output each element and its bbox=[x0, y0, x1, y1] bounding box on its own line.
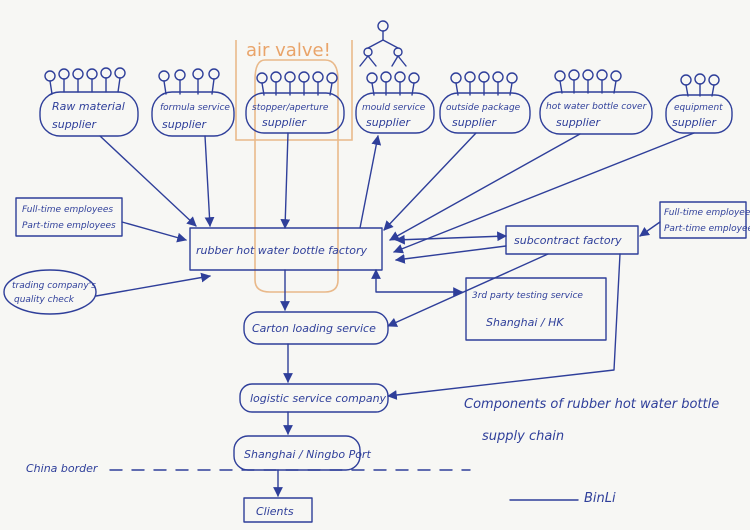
employees-right: Full-time employees Part-time employees bbox=[639, 201, 750, 239]
employees-right-line1: Full-time employees bbox=[664, 208, 750, 218]
subcontract-label: subcontract factory bbox=[514, 234, 622, 247]
people-icon bbox=[450, 71, 518, 96]
supplier-formula: formula service supplier bbox=[151, 68, 235, 137]
subcontract-node: subcontract factory bbox=[395, 225, 639, 264]
supplier-equipment-line2: supplier bbox=[672, 116, 718, 129]
supplier-outside-line2: supplier bbox=[452, 116, 498, 129]
employees-right-line2: Part-time employees bbox=[664, 224, 750, 234]
people-icon bbox=[680, 73, 720, 97]
people-icon bbox=[44, 67, 126, 95]
supplier-stopper-line1: stopper/aperture bbox=[252, 103, 329, 113]
air-valve-annotation: air valve! bbox=[235, 40, 353, 293]
carton-node: Carton loading service bbox=[243, 253, 549, 345]
supplier-equipment-line1: equipment bbox=[674, 103, 723, 113]
supplier-raw-material: Raw material supplier bbox=[39, 67, 139, 137]
port-label: Shanghai / Ningbo Port bbox=[244, 448, 371, 461]
signature: BinLi bbox=[509, 491, 616, 506]
supplier-mould: mould service supplier bbox=[355, 71, 435, 134]
testing-line1: 3rd party testing service bbox=[472, 291, 583, 301]
supplier-arrows bbox=[99, 132, 695, 254]
people-icon bbox=[256, 71, 338, 96]
quality-line2: quality check bbox=[14, 295, 75, 305]
supplier-formula-line1: formula service bbox=[160, 103, 230, 113]
border-label: China border bbox=[26, 462, 99, 475]
clients-node: Clients bbox=[243, 469, 313, 523]
supplier-hot-water-bottle-cover: hot water bottle cover supplier bbox=[539, 69, 653, 135]
supplier-outside-line1: outside package bbox=[446, 103, 521, 113]
people-icon bbox=[554, 69, 622, 94]
people-icon bbox=[366, 71, 420, 96]
supplier-formula-line2: supplier bbox=[162, 118, 208, 131]
port-node: Shanghai / Ningbo Port bbox=[233, 411, 371, 471]
supplier-raw-line2: supplier bbox=[52, 118, 98, 131]
factory-node: rubber hot water bottle factory bbox=[189, 227, 383, 271]
supplier-equipment: equipment supplier bbox=[665, 73, 733, 134]
clients-label: Clients bbox=[256, 505, 294, 518]
supplier-cover-line2: supplier bbox=[556, 116, 602, 129]
supplier-mould-line2: supplier bbox=[366, 116, 412, 129]
quality-line1: trading company's bbox=[12, 281, 96, 291]
testing-node: 3rd party testing service Shanghai / HK bbox=[371, 269, 607, 341]
mould-tree-icon bbox=[359, 20, 407, 67]
diagram-caption: Components of rubber hot water bottle su… bbox=[464, 397, 719, 444]
quality-check-node: trading company's quality check bbox=[3, 269, 211, 315]
caption-line2: supply chain bbox=[482, 429, 564, 444]
supplier-mould-line1: mould service bbox=[362, 103, 426, 113]
employees-left-line2: Part-time employees bbox=[22, 221, 116, 231]
employees-left-line1: Full-time employees bbox=[22, 205, 113, 215]
supplier-raw-line1: Raw material bbox=[52, 100, 125, 113]
signature-text: BinLi bbox=[584, 491, 616, 506]
factory-label: rubber hot water bottle factory bbox=[196, 244, 367, 257]
testing-line2: Shanghai / HK bbox=[486, 316, 564, 329]
caption-line1: Components of rubber hot water bottle bbox=[464, 397, 719, 412]
supplier-outside-package: outside package supplier bbox=[439, 71, 531, 134]
carton-label: Carton loading service bbox=[252, 322, 376, 335]
china-border: China border bbox=[26, 462, 471, 475]
employees-left: Full-time employees Part-time employees bbox=[15, 197, 187, 243]
supplier-stopper: stopper/aperture supplier bbox=[245, 71, 345, 134]
logistic-label: logistic service company bbox=[250, 392, 387, 405]
logistic-node: logistic service company bbox=[239, 253, 621, 413]
air-valve-label: air valve! bbox=[246, 40, 331, 61]
supplier-cover-line1: hot water bottle cover bbox=[546, 102, 648, 112]
supplier-stopper-line2: supplier bbox=[262, 116, 308, 129]
people-icon bbox=[158, 68, 220, 95]
